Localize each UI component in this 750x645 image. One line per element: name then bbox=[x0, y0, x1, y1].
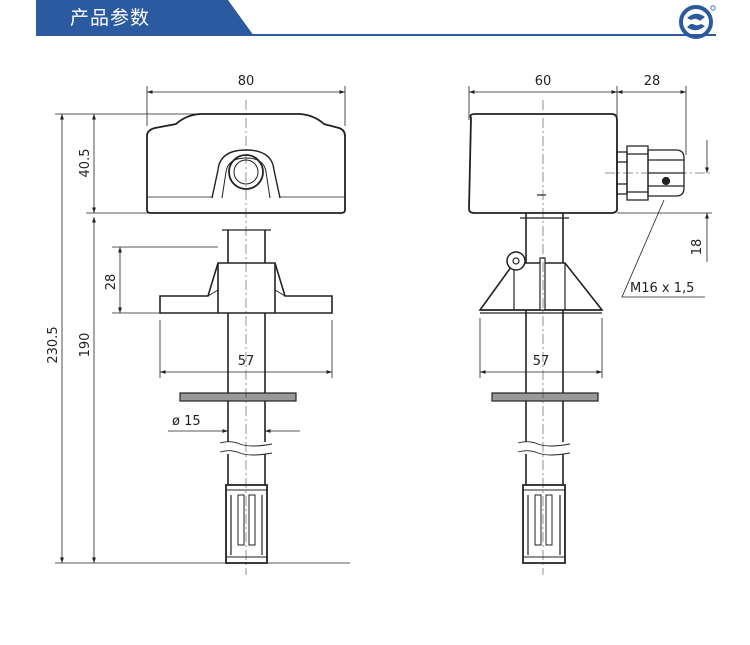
side-view bbox=[468, 100, 712, 575]
front-sensor-tip bbox=[225, 484, 268, 564]
front-dim-diameter: ø 15 bbox=[172, 414, 201, 429]
side-dim-thread: M16 x 1,5 bbox=[630, 281, 694, 296]
front-dim-190: 190 bbox=[78, 333, 93, 358]
front-dim-230-5: 230.5 bbox=[46, 326, 61, 363]
front-view bbox=[146, 100, 346, 575]
front-dim-28: 28 bbox=[104, 274, 119, 291]
front-dimensions bbox=[55, 86, 350, 564]
side-washer bbox=[491, 392, 599, 402]
front-dim-80: 80 bbox=[238, 74, 255, 89]
side-dim-60: 60 bbox=[535, 74, 552, 89]
side-dim-18: 18 bbox=[690, 239, 705, 256]
page-title: 产品参数 bbox=[70, 7, 151, 29]
front-dim-57: 57 bbox=[238, 354, 255, 369]
side-dim-57: 57 bbox=[533, 354, 550, 369]
brand-logo-icon bbox=[679, 5, 716, 39]
side-sensor-tip bbox=[522, 484, 566, 564]
side-dimensions bbox=[468, 86, 712, 378]
header-tab bbox=[36, 0, 214, 36]
header-bar: 产品参数 bbox=[0, 0, 750, 42]
side-clamp-screw bbox=[506, 251, 526, 271]
front-washer bbox=[179, 392, 297, 402]
side-dim-28: 28 bbox=[644, 74, 661, 89]
front-dim-40-5: 40.5 bbox=[78, 149, 93, 178]
header-decoration bbox=[36, 0, 716, 36]
